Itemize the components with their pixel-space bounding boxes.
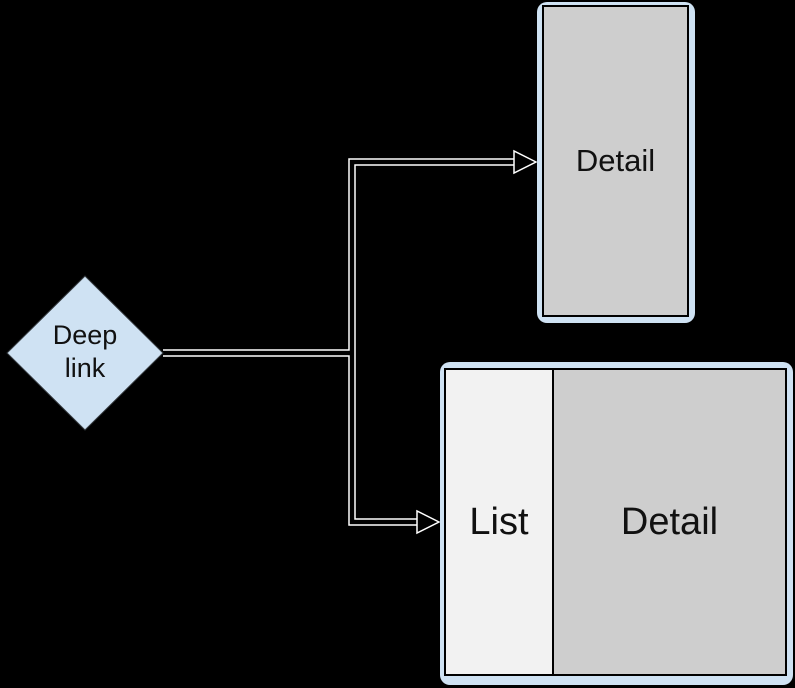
- detail-screen-pane: Detail: [542, 5, 689, 317]
- detail-screen: Detail: [537, 2, 695, 323]
- detail-pane-label: Detail: [620, 500, 719, 543]
- arrowhead-to-list-detail-icon: [416, 509, 441, 535]
- detail-pane: Detail: [554, 370, 785, 674]
- list-pane: List: [446, 370, 554, 674]
- list-pane-label: List: [469, 500, 529, 543]
- list-detail-screen-inner: List Detail: [444, 368, 787, 676]
- detail-screen-label: Detail: [575, 143, 656, 178]
- connector-cores: [163, 159, 514, 525]
- deep-link-diamond: [6, 275, 164, 431]
- connector-branch-core: [349, 159, 514, 525]
- deep-link-label: Deep link: [52, 320, 118, 383]
- arrowhead-to-detail-icon: [513, 149, 538, 175]
- list-detail-screen: List Detail: [440, 362, 793, 685]
